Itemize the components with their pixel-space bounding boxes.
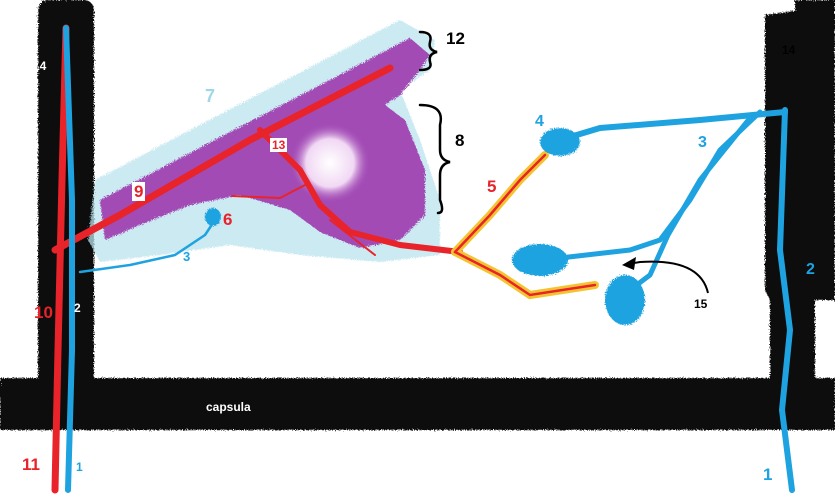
label-6: 6 [223, 210, 233, 229]
label-2-right: 2 [806, 261, 815, 278]
label-7: 7 [205, 86, 216, 106]
label-8: 8 [455, 131, 465, 150]
arrow-15-head [622, 257, 636, 270]
label-15: 15 [694, 297, 708, 311]
gland-center [290, 123, 370, 203]
label-4-right: 4 [535, 113, 544, 130]
label-12: 12 [446, 29, 465, 48]
label-3-left: 3 [183, 249, 191, 264]
label-1-right: 1 [763, 465, 773, 484]
nerve [451, 151, 599, 300]
label-5: 5 [487, 177, 497, 196]
label-14-left: 14 [33, 59, 47, 73]
capsule-label: capsula [206, 400, 251, 414]
label-4-left: 4 [210, 210, 217, 224]
label-13: 13 [270, 138, 288, 152]
veins [63, 25, 795, 493]
label-1-left: 1 [76, 460, 83, 474]
label-10: 10 [34, 303, 53, 322]
arrow-15 [627, 260, 709, 294]
label-3-right: 3 [698, 134, 707, 151]
vein-sacs [205, 128, 645, 325]
label-2-left: 2 [74, 301, 81, 315]
label-14-right: 14 [782, 43, 796, 57]
label-9: 9 [132, 182, 146, 201]
arteries [51, 24, 463, 494]
brackets [418, 30, 451, 215]
label-11: 11 [22, 455, 40, 474]
